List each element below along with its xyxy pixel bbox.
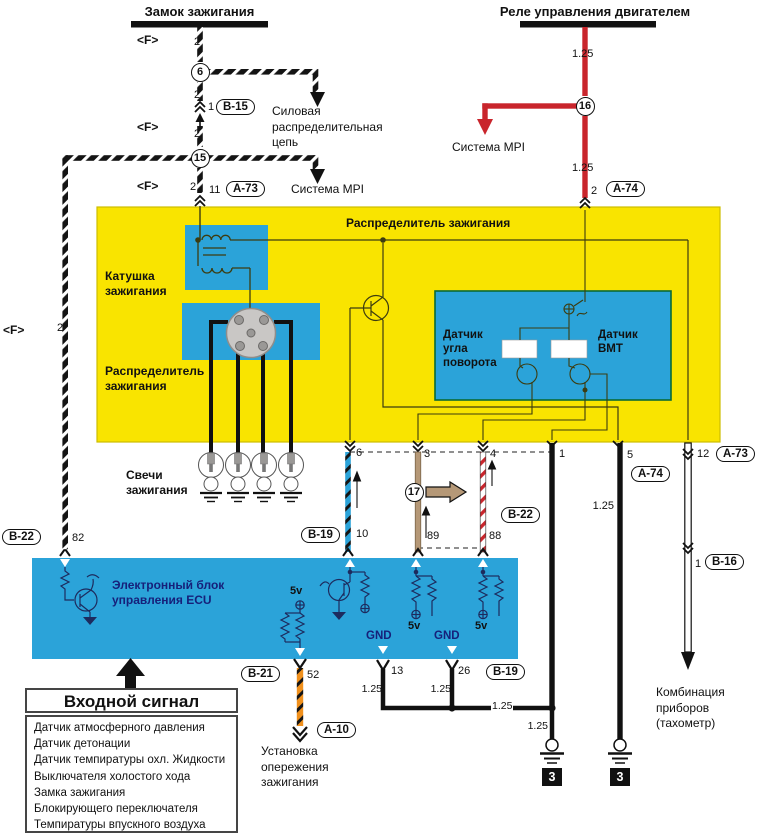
- label-gnd-26: GND: [434, 630, 460, 642]
- connector-b15: B-15: [216, 99, 255, 115]
- connector-b22-mid: B-22: [501, 507, 540, 523]
- input-item-7: Темпиратуры впускного воздуха: [34, 819, 206, 832]
- harness-wires: [59, 440, 695, 739]
- input-item-3: Датчик темпиратуры охл. Жидкости: [34, 754, 226, 767]
- ignition-lock-wiring: [62, 21, 325, 550]
- label-5v-89: 5v: [408, 620, 421, 632]
- distributor-label: Распределитель зажигания: [105, 364, 205, 393]
- input-item-1: Датчик атмосферного давления: [34, 722, 205, 734]
- input-signal-list: Датчик атмосферного давления Датчик дето…: [25, 715, 238, 833]
- wire-gauge-2a: 2: [194, 36, 201, 48]
- label-5v-88: 5v: [475, 620, 488, 632]
- connector-a74-top: A-74: [606, 181, 645, 197]
- ecu-block: [32, 558, 518, 659]
- spark-plugs-label: Свечи зажигания: [126, 468, 188, 497]
- pin-b15: 1: [208, 101, 215, 113]
- junction-17: 17: [404, 482, 424, 502]
- gauge-125-ground: 1.25: [527, 720, 548, 732]
- gauge-125-pin5: 1.25: [592, 500, 614, 512]
- mpi-label-left: Система MPI: [452, 140, 525, 154]
- gauge-125-relay-b: 1.25: [572, 162, 594, 174]
- engine-relay-title: Реле управления двигателем: [499, 4, 691, 19]
- wire-gauge-2b: 2: [194, 89, 201, 101]
- pin-12: 12: [697, 448, 710, 460]
- ecu-label: Электронный блок управления ECU: [112, 578, 225, 607]
- connector-b21: B-21: [241, 666, 280, 682]
- pin-a74-top: 2: [591, 185, 598, 197]
- power-circuit-label: Силовая распределительная цепь: [272, 104, 383, 149]
- flag-f-1: <F>: [137, 33, 159, 47]
- ground-3-b: 3: [616, 770, 624, 784]
- junction-16: 16: [575, 96, 595, 116]
- pin-3: 3: [424, 448, 431, 460]
- connector-b19-left: B-19: [301, 527, 340, 543]
- connector-a73-right: A-73: [716, 446, 755, 462]
- wire-gauge-2c: 2: [194, 128, 201, 140]
- connector-a74-mid: A-74: [631, 466, 670, 482]
- flag-f-3: <F>: [137, 179, 159, 193]
- pin-89: 89: [427, 530, 440, 542]
- input-item-4: Выключателя холостого хода: [34, 770, 191, 783]
- tdc-sensor-label: Датчик ВМТ: [598, 329, 638, 355]
- power-transistor: [349, 243, 619, 440]
- connector-b22-left: B-22: [2, 529, 41, 545]
- pin-26: 26: [458, 665, 471, 677]
- angle-sensor-label: Датчик угла поворота: [443, 329, 497, 369]
- pin-10: 10: [356, 528, 369, 540]
- wire-gauge-2e: 2: [57, 322, 64, 334]
- flag-f-2: <F>: [137, 120, 159, 134]
- ground-symbol-2: [608, 738, 632, 786]
- flag-f-4: <F>: [3, 323, 25, 337]
- input-signal-title: Входной сигнал: [25, 688, 238, 713]
- junction-15: 15: [190, 148, 210, 168]
- pin-5: 5: [627, 449, 634, 461]
- pin-4: 4: [490, 448, 497, 460]
- wire-gauge-2d: 2: [190, 181, 197, 193]
- ground-3-a: 3: [548, 770, 556, 784]
- gauge-125-mid: 1.25: [491, 700, 514, 712]
- spark-plug-symbols: [198, 452, 304, 503]
- ignition-lock-title: Замок зажигания: [144, 4, 255, 19]
- pin-13: 13: [391, 665, 404, 677]
- mpi-label-right: Система MPI: [291, 182, 364, 196]
- connector-b19-bottom: B-19: [486, 664, 525, 680]
- connector-a73-top: A-73: [226, 181, 265, 197]
- pin-1: 1: [559, 448, 566, 460]
- pin-a73-top: 11: [209, 184, 221, 196]
- input-item-6: Блокирующего переключателя: [34, 803, 198, 816]
- distributor-assembly-block: [96, 206, 721, 443]
- label-gnd-13: GND: [366, 630, 392, 642]
- sensor-circuit: [417, 210, 608, 440]
- input-item-2: Датчик детонации: [34, 738, 131, 751]
- ignition-coil-symbol: [197, 234, 251, 310]
- pin-52: 52: [307, 669, 320, 681]
- connector-a10: A-10: [317, 722, 356, 738]
- spark-plugs: [198, 307, 304, 503]
- label-5v-center: 5v: [290, 585, 303, 597]
- distributor-block-title: Распределитель зажигания: [346, 216, 511, 230]
- coil-label: Катушка зажигания: [105, 269, 167, 298]
- bottom-wiring: [116, 658, 632, 786]
- gauge-125-pin13: 1.25: [361, 683, 382, 695]
- timing-adjust-label: Установка опережения зажигания: [261, 744, 329, 789]
- pin-82: 82: [72, 532, 85, 544]
- pin-6: 6: [356, 447, 363, 459]
- pin-b16: 1: [695, 558, 702, 570]
- ground-symbol-1: [540, 738, 564, 786]
- junction-6: 6: [190, 62, 210, 82]
- instrument-cluster-label: Комбинация приборов (тахометр): [656, 685, 725, 730]
- input-item-5: Замка зажигания: [34, 786, 126, 799]
- gauge-125-pin26: 1.25: [430, 683, 451, 695]
- pin-88: 88: [489, 530, 502, 542]
- connector-b16: B-16: [705, 554, 744, 570]
- engine-relay-wiring: [477, 21, 656, 209]
- coil-to-tach-wire: [230, 239, 689, 440]
- gauge-125-relay-a: 1.25: [572, 48, 594, 60]
